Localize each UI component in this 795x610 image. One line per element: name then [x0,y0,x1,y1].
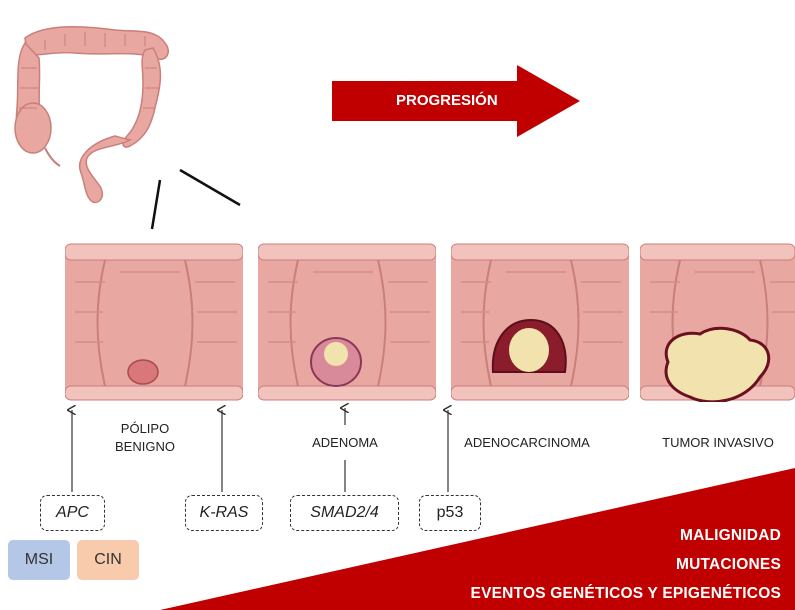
gene-k-ras: K-RAS [185,495,263,531]
gene-apc: APC [40,495,105,531]
stage-label-adenocarcinoma: ADENOCARCINOMA [452,434,602,452]
tag-msi: MSI [8,540,70,580]
stage-label-adenoma: ADENOMA [290,434,400,452]
tag-cin: CIN [77,540,139,580]
stage-label-polipo: PÓLIPO BENIGNO [105,420,185,456]
banner-text-eventos: EVENTOS GENÉTICOS Y EPIGENÉTICOS [471,585,781,603]
gene-p53: p53 [419,495,481,531]
banner-text-malignidad: MALIGNIDAD [680,527,781,545]
gene-smad2-4: SMAD2/4 [290,495,399,531]
banner-text-mutaciones: MUTACIONES [676,556,781,574]
stage-label-tumor-invasivo: TUMOR INVASIVO [648,434,788,452]
